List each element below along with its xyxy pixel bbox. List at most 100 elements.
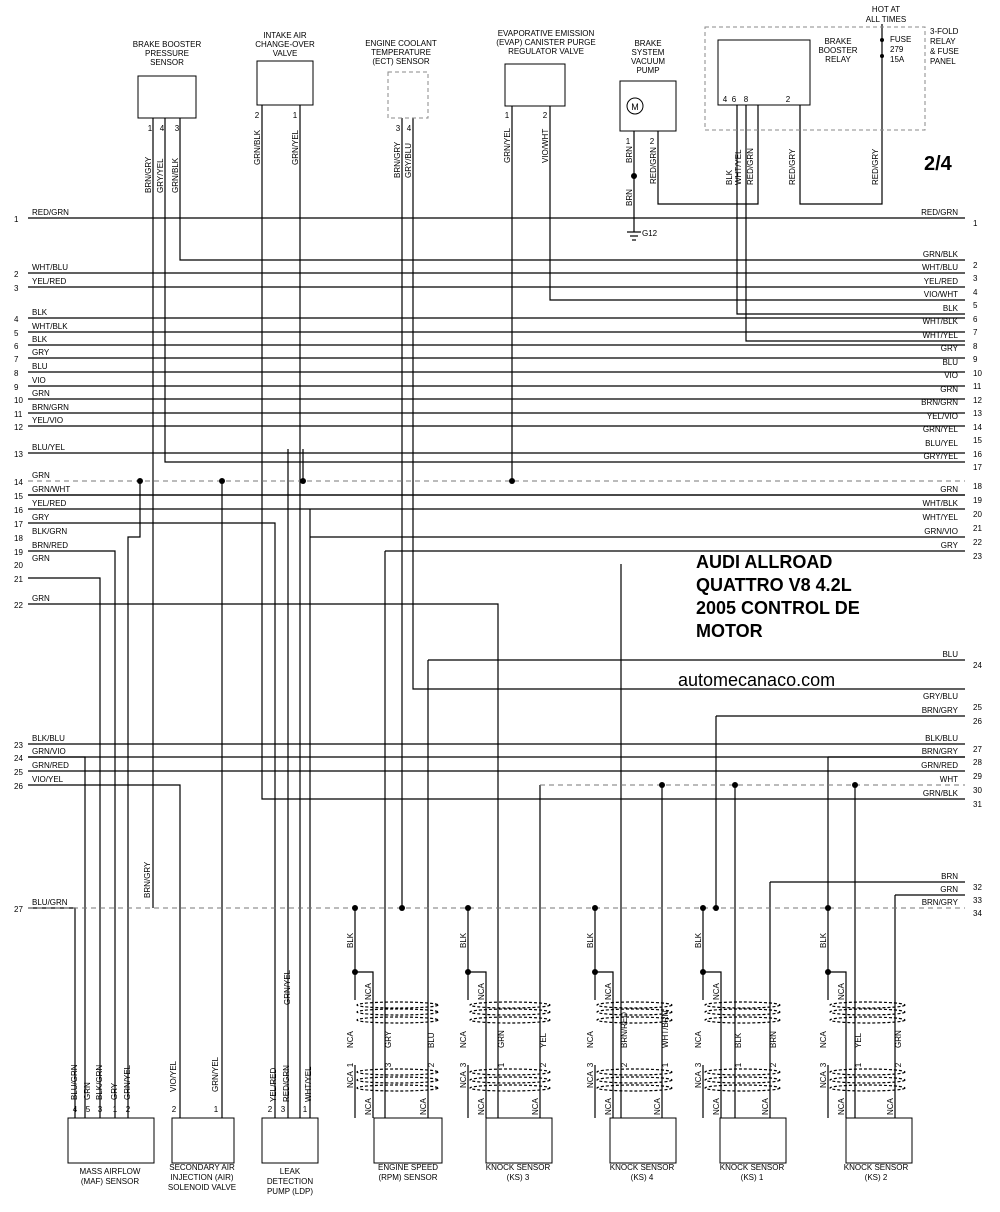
right-wire-label: BLK/BLU bbox=[925, 734, 958, 743]
right-wire-label: BLU bbox=[942, 358, 958, 367]
nca-label: NCA bbox=[419, 1097, 428, 1115]
vertical-wire-label: RED/GRY bbox=[871, 148, 880, 185]
fuse-terminal bbox=[880, 54, 884, 58]
vertical-wire-label: BLU bbox=[427, 1032, 436, 1048]
sensor-box-ks3 bbox=[485, 1117, 553, 1164]
shield-ellipse bbox=[356, 1001, 439, 1009]
shield-ellipse bbox=[596, 1008, 673, 1016]
nca-label: NCA bbox=[477, 982, 486, 1000]
component-name-iacv: CHANGE-OVER bbox=[255, 40, 315, 49]
pin-number: 2 bbox=[255, 111, 260, 120]
shield-ellipse bbox=[829, 1001, 906, 1009]
left-wire-number: 24 bbox=[14, 754, 23, 763]
pin-number: 2 bbox=[620, 1062, 629, 1067]
pin-number: 3 bbox=[281, 1105, 286, 1114]
component-name-bbr: BOOSTER bbox=[818, 46, 857, 55]
component-name-ks2: (KS) 2 bbox=[865, 1173, 888, 1182]
right-wire-number: 33 bbox=[973, 896, 982, 905]
shield-ellipse bbox=[704, 1008, 781, 1016]
wire-wht-yel bbox=[745, 105, 965, 342]
nca-label: NCA bbox=[819, 1070, 828, 1088]
right-wire-label: YEL/VIO bbox=[927, 412, 958, 421]
evap-valve-box bbox=[504, 63, 566, 107]
right-wire-label: BRN/GRY bbox=[922, 898, 959, 907]
right-wire-number: 18 bbox=[973, 482, 982, 491]
splice-dot bbox=[137, 478, 143, 484]
left-wire-label: BRN/GRN bbox=[32, 403, 69, 412]
right-wire-label: GRY/YEL bbox=[923, 452, 958, 461]
vertical-wire-label: GRN bbox=[497, 1030, 506, 1048]
wire-blk-grn bbox=[28, 550, 116, 1118]
right-wire-number: 19 bbox=[973, 496, 982, 505]
right-wire-number: 34 bbox=[973, 909, 982, 918]
left-wire-number: 6 bbox=[14, 342, 19, 351]
right-wire-label: BRN/GRY bbox=[922, 747, 959, 756]
right-wire-number: 3 bbox=[973, 274, 978, 283]
nca-label: NCA bbox=[459, 1070, 468, 1088]
wire-gry bbox=[127, 481, 141, 1118]
component-name-rpm: ENGINE SPEED bbox=[378, 1163, 438, 1172]
right-wire-number: 9 bbox=[973, 355, 978, 364]
vertical-wire-label: BRN/GRY bbox=[143, 861, 152, 898]
nca-label: NCA bbox=[837, 982, 846, 1000]
left-wire-label: GRN/VIO bbox=[32, 747, 66, 756]
fuse-panel-label: & FUSE bbox=[930, 47, 959, 56]
left-wire-number: 15 bbox=[14, 492, 23, 501]
shield-drain bbox=[355, 971, 374, 1118]
pin-number: 2 bbox=[769, 1062, 778, 1067]
ect-sensor-box bbox=[387, 71, 429, 119]
component-name-evap: (EVAP) CANISTER PURGE bbox=[496, 38, 595, 47]
shield-ellipse bbox=[596, 1084, 673, 1092]
left-wire-number: 20 bbox=[14, 561, 23, 570]
left-wire-label: VIO/YEL bbox=[32, 775, 64, 784]
left-wire-number: 16 bbox=[14, 506, 23, 515]
right-wire-number: 32 bbox=[973, 883, 982, 892]
pin-number: 3 bbox=[396, 124, 401, 133]
shield-ellipse bbox=[469, 1076, 551, 1084]
pin-number: 2 bbox=[172, 1105, 177, 1114]
shield-ellipse bbox=[704, 1016, 781, 1024]
nca-label: NCA bbox=[761, 1097, 770, 1115]
left-wire-label: YEL/RED bbox=[32, 277, 66, 286]
shield-ellipse bbox=[356, 1068, 439, 1076]
intake-air-valve-box bbox=[256, 60, 314, 106]
pin-number: 2 bbox=[539, 1062, 548, 1067]
vertical-wire-label: BRN bbox=[625, 146, 634, 163]
nca-label: NCA bbox=[886, 1097, 895, 1115]
vertical-wire-label: YEL bbox=[539, 1032, 548, 1048]
left-wire-number: 14 bbox=[14, 478, 23, 487]
shield-ellipse bbox=[596, 1076, 673, 1084]
right-wire-number: 21 bbox=[973, 524, 982, 533]
nca-label: NCA bbox=[531, 1097, 540, 1115]
vertical-wire-label: RED/GRN bbox=[282, 1065, 291, 1102]
right-wire-number: 12 bbox=[973, 396, 982, 405]
splice-dot bbox=[219, 478, 225, 484]
right-wire-label: YEL/RED bbox=[924, 277, 958, 286]
left-wire-number: 12 bbox=[14, 423, 23, 432]
component-name-evap: EVAPORATIVE EMISSION bbox=[498, 29, 595, 38]
component-name-bbps: PRESSURE bbox=[145, 49, 189, 58]
component-name-bbps: BRAKE BOOSTER bbox=[133, 40, 202, 49]
pin-number: 1 bbox=[293, 111, 298, 120]
wire-grn bbox=[28, 603, 499, 1118]
shield-ellipse bbox=[356, 1084, 439, 1092]
component-name-ect: ENGINE COOLANT bbox=[365, 39, 437, 48]
fuse-label: FUSE bbox=[890, 35, 911, 44]
shield-ellipse bbox=[829, 1076, 906, 1084]
left-wire-number: 27 bbox=[14, 905, 23, 914]
shield-ellipse bbox=[469, 1016, 551, 1024]
right-wire-label: WHT/BLU bbox=[922, 263, 958, 272]
right-wire-number: 25 bbox=[973, 703, 982, 712]
brake-booster-relay-box bbox=[717, 39, 811, 106]
shield-ellipse bbox=[356, 1008, 439, 1016]
component-name-bsvp: VACUUM bbox=[631, 57, 665, 66]
pin-number: 3 bbox=[819, 1062, 828, 1067]
vertical-wire-label: NCA bbox=[586, 1030, 595, 1048]
splice-dot bbox=[352, 905, 358, 911]
motor-label: M bbox=[631, 102, 639, 112]
left-wire-label: GRN bbox=[32, 389, 50, 398]
left-wire-number: 5 bbox=[14, 329, 19, 338]
right-wire-number: 29 bbox=[973, 772, 982, 781]
fuse-terminal bbox=[880, 38, 884, 42]
splice-dot bbox=[713, 905, 719, 911]
